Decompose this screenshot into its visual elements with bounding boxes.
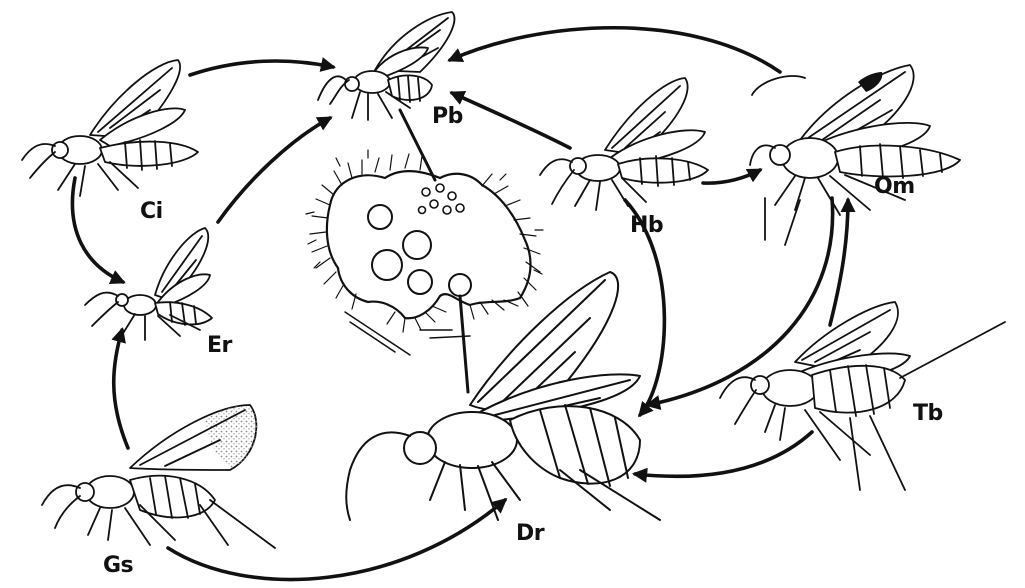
arrow-tb-to-dr [635,432,812,476]
gall-cross-section [306,150,543,355]
arrow-gs-to-dr [168,500,505,579]
insect-gs [42,405,275,548]
label-ci: Ci [140,199,163,224]
label-tb: Tb [913,401,943,426]
insect-om [750,65,960,245]
label-pb: Pb [432,104,463,129]
insect-er [85,228,212,340]
arrow-om-to-pb [450,28,780,72]
label-om: Om [874,174,915,199]
arrow-hb-to-om [703,170,760,183]
arrow-er-to-pb [218,118,330,222]
insect-ci [22,60,198,196]
label-gs: Gs [103,553,134,578]
label-hb: Hb [630,213,663,238]
arrow-hb-to-pb [452,93,570,148]
line-gall-to-pb [400,110,435,180]
label-er: Er [207,333,233,358]
line-gall-to-dr [460,296,468,392]
label-dr: Dr [516,521,545,546]
arrow-gs-to-er [114,330,128,448]
arrow-ci-to-pb [190,61,333,75]
